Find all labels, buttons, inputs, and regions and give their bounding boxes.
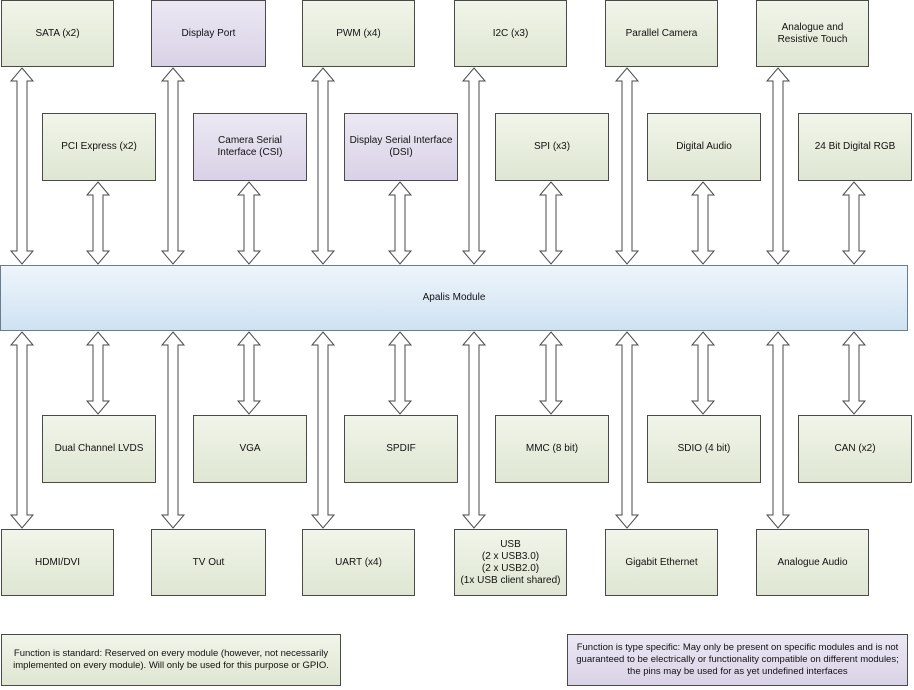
block-label: Analogue Audio — [777, 556, 848, 568]
block-label: I2C (x3) — [492, 27, 529, 39]
block-label: Parallel Camera — [625, 27, 698, 39]
block-sdio: SDIO (4 bit) — [647, 415, 761, 483]
legend-specific-text: Function is type specific: May only be p… — [576, 642, 899, 677]
legend-specific: Function is type specific: May only be p… — [567, 634, 908, 686]
block-analogue-audio: Analogue Audio — [756, 529, 869, 596]
block-24bit-digital-rgb: 24 Bit Digital RGB — [798, 113, 912, 181]
block-label: PWM (x4) — [336, 27, 381, 39]
block-label: USB (2 x USB3.0) (2 x USB2.0) (1x USB cl… — [460, 538, 561, 586]
arrow-top-5 — [614, 67, 640, 265]
block-label: Dual Channel LVDS — [54, 443, 144, 454]
block-parallel-camera: Parallel Camera — [605, 0, 718, 67]
arrow-top-4 — [461, 67, 487, 265]
block-csi: Camera Serial Interface (CSI) — [193, 113, 307, 181]
block-label: PCI Express (x2) — [61, 141, 137, 152]
arrow-bottom-3 — [310, 331, 336, 529]
arrow-top-1 — [9, 67, 35, 265]
block-label: UART (x4) — [335, 556, 382, 568]
arrow-upper-3 — [387, 181, 413, 265]
block-label: Camera Serial Interface (CSI) — [217, 135, 283, 158]
block-label: SDIO (4 bit) — [677, 443, 731, 454]
block-uart: UART (x4) — [302, 529, 415, 596]
block-label: 24 Bit Digital RGB — [814, 141, 896, 152]
arrow-upper-1 — [85, 181, 111, 265]
arrow-lower-5 — [690, 331, 716, 415]
block-gigabit-ethernet: Gigabit Ethernet — [605, 529, 718, 596]
block-label: VGA — [239, 443, 261, 454]
block-label: SPI (x3) — [533, 141, 571, 152]
arrow-upper-4 — [538, 181, 564, 265]
block-label: Gigabit Ethernet — [625, 556, 698, 568]
block-mmc: MMC (8 bit) — [495, 415, 609, 483]
block-display-port: Display Port — [151, 0, 266, 67]
arrow-bottom-6 — [765, 331, 791, 529]
block-dual-channel-lvds: Dual Channel LVDS — [42, 415, 156, 483]
block-sata: SATA (x2) — [1, 0, 114, 67]
block-label: SPDIF — [386, 443, 416, 454]
arrow-top-6 — [765, 67, 791, 265]
apalis-module: Apalis Module — [0, 265, 908, 331]
arrow-bottom-5 — [614, 331, 640, 529]
block-label: CAN (x2) — [834, 443, 876, 454]
arrow-lower-3 — [387, 331, 413, 415]
arrow-top-3 — [310, 67, 336, 265]
arrow-lower-2 — [236, 331, 262, 415]
block-pwm: PWM (x4) — [302, 0, 415, 67]
block-label: HDMI/DVI — [35, 556, 80, 568]
arrow-upper-2 — [236, 181, 262, 265]
block-label: MMC (8 bit) — [525, 443, 579, 454]
arrow-bottom-1 — [9, 331, 35, 529]
block-pci-express: PCI Express (x2) — [42, 113, 156, 181]
arrow-bottom-4 — [461, 331, 487, 529]
block-dsi: Display Serial Interface (DSI) — [344, 113, 458, 181]
arrow-bottom-2 — [160, 331, 186, 529]
block-hdmi-dvi: HDMI/DVI — [1, 529, 114, 596]
block-vga: VGA — [193, 415, 307, 483]
block-analogue-resistive-touch: Analogue and Resistive Touch — [756, 0, 869, 67]
block-label: TV Out — [192, 556, 225, 568]
arrow-lower-1 — [85, 331, 111, 415]
block-label: Display Serial Interface (DSI) — [349, 135, 453, 158]
legend-standard: Function is standard: Reserved on every … — [1, 634, 341, 686]
block-label: SATA (x2) — [35, 27, 80, 39]
block-spdif: SPDIF — [344, 415, 458, 483]
block-spi: SPI (x3) — [495, 113, 609, 181]
block-usb: USB (2 x USB3.0) (2 x USB2.0) (1x USB cl… — [454, 529, 567, 596]
arrow-lower-4 — [538, 331, 564, 415]
block-label: Digital Audio — [676, 141, 732, 152]
block-label: Analogue and Resistive Touch — [777, 21, 848, 45]
block-can: CAN (x2) — [798, 415, 912, 483]
arrow-upper-6 — [841, 181, 867, 265]
block-label: Display Port — [181, 27, 236, 39]
arrow-lower-6 — [841, 331, 867, 415]
block-i2c: I2C (x3) — [454, 0, 567, 67]
legend-standard-text: Function is standard: Reserved on every … — [13, 648, 329, 671]
arrow-top-2 — [160, 67, 186, 265]
block-digital-audio: Digital Audio — [647, 113, 761, 181]
arrow-upper-5 — [690, 181, 716, 265]
module-label: Apalis Module — [422, 292, 486, 303]
block-tv-out: TV Out — [151, 529, 266, 596]
